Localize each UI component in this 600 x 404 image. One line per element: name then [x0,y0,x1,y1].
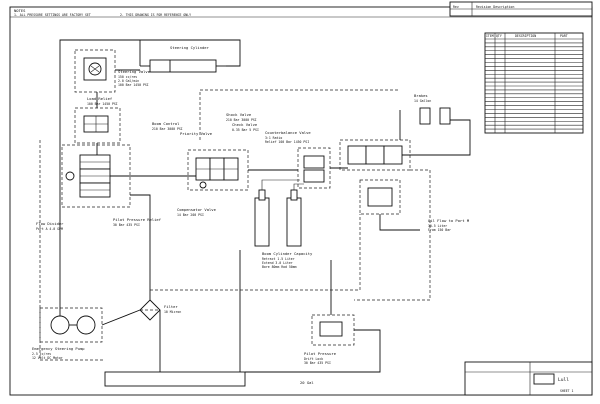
oil-flow-label: Oil Flow to Port M [428,218,470,223]
parts-header-desc: DESCRIPTION [515,34,536,38]
boom-control-spec: 210 Bar 3000 PSI [152,127,183,131]
brakes-spec: 14 Gallon [414,99,431,103]
tank: 20 Gal [104,371,314,387]
revision-col-rev: Rev [453,5,459,9]
emergency-pump-label: Emergency Steering Pump [32,346,85,351]
brakes: Brakes 14 Gallon [414,93,451,125]
pilot-drain-label: Pilot Pressure [304,351,337,356]
oil-flow-spec-1: 30.5 Liter [428,224,447,228]
hydraulic-lines [59,39,471,373]
revision-block: Rev Revision Description [449,1,593,17]
notes-heading: NOTES [14,8,26,13]
shock-valve-label: Shock Valve [226,112,252,117]
steering-cylinder: Steering Cylinder [140,45,226,73]
priority-valve-label: Priority Valve [180,131,213,136]
directional-valve-stack [61,144,131,208]
boom-cyl-spec-1: Retract 1.5 Liter [262,257,295,261]
parts-table: ITEM QTY DESCRIPTION PART [484,32,584,134]
pilot-pressure-spec: 30 Bar 435 PSI [113,223,140,227]
revision-col-desc: Revision Description [476,5,514,9]
steering-cylinder-label: Steering Cylinder [170,45,210,50]
shock-valve-spec: 210 Bar 3000 PSI [226,118,257,122]
boom-cylinders: Boom Cylinder Capacity Retract 1.5 Liter… [254,189,313,269]
compensator-valve: Compensator Valve 14 Bar 200 PSI [177,207,217,217]
flow-divider-spec: Port A 4.0 GPM [36,227,63,231]
title-block: Lull SHEET 1 [464,361,593,396]
emergency-pump-spec-1: 2.5 cc/rev [32,352,51,356]
flow-divider-label: Flow Divider [36,221,64,226]
counterbalance-spec-1: 3:1 Ratio [265,136,282,140]
check-valve-label: Check Valve [232,122,258,127]
title-company: Lull [558,377,569,383]
steering-valve-spec-2: 2.0 Gal/min [118,79,139,83]
steering-valve-block: Steering Valve 150 cc/rev 2.0 Gal/min 10… [74,49,151,93]
counterbalance-valve: Counterbalance Valve 3:1 Ratio Relief 10… [265,130,331,189]
tank-label: 20 Gal [300,380,314,385]
brakes-label: Brakes [414,93,428,98]
drain-lines [39,89,431,361]
parts-header-part: PART [560,34,568,38]
boom-control-label: Boom Control [152,121,179,126]
counterbalance-spec-2: Relief 100 Bar 1450 PSI [265,140,309,144]
drawing-border [9,6,593,396]
filter-label: Filter [164,304,178,309]
load-relief-spec: 100 Bar 1450 PSI [87,102,118,106]
pilot-drain-spec-2: 30 Bar 435 PSI [304,361,331,365]
oil-flow-note: Oil Flow to Port M 30.5 Liter From 150 B… [428,218,470,232]
emergency-pump-spec-2: 12 Volt DC Motor [32,356,63,360]
shock-valve: Shock Valve 210 Bar 3000 PSI Check Valve… [226,112,259,132]
title-sheet: SHEET 1 [560,389,574,393]
filter-spec: 10 Micron [164,310,181,314]
notes-line-2: 2. THIS DRAWING IS FOR REFERENCE ONLY [120,13,191,17]
counterbalance-label: Counterbalance Valve [265,130,311,135]
emergency-steering-pump: Emergency Steering Pump 2.5 cc/rev 12 Vo… [32,307,103,360]
notes-block: NOTES 1. ALL PRESSURE SETTINGS ARE FACTO… [14,8,191,17]
steering-valve-spec-1: 150 cc/rev [118,75,137,79]
pilot-pressure-drain: Pilot Pressure Drift Lock 30 Bar 435 PSI [304,314,355,365]
load-relief: Load Relief 100 Bar 1450 PSI [74,96,121,144]
pilot-pressure-label: Pilot Pressure Relief [113,217,161,222]
steering-valve-label: Steering Valve [118,69,151,74]
notes-line-1: 1. ALL PRESSURE SETTINGS ARE FACTORY SET [14,13,91,17]
oil-flow-spec-2: From 150 Bar [428,228,451,232]
boom-control: Boom Control 210 Bar 3000 PSI Priority V… [152,121,249,191]
pilot-drain-spec-1: Drift Lock [304,357,323,361]
flow-divider: Flow Divider Port A 4.0 GPM [36,221,64,231]
boom-cyl-spec-3: Bore 80mm Rod 50mm [262,265,297,269]
compensator-spec: 14 Bar 200 PSI [177,213,204,217]
right-valve-group [339,139,411,215]
boom-cyl-spec-2: Extend 3.0 Liter [262,261,293,265]
boom-cylinder-label: Boom Cylinder Capacity [262,251,313,256]
check-valve-spec: 0.35 Bar 5 PSI [232,128,259,132]
pilot-pressure-relief: Pilot Pressure Relief 30 Bar 435 PSI [113,217,161,227]
compensator-label: Compensator Valve [177,207,217,212]
parts-header-item: ITEM [486,34,494,38]
steering-valve-spec-3: 100 Bar 1450 PSI [118,83,149,87]
parts-header-qty: QTY [496,34,502,38]
load-relief-label: Load Relief [87,96,112,101]
filter: Filter 10 Micron [139,299,181,321]
